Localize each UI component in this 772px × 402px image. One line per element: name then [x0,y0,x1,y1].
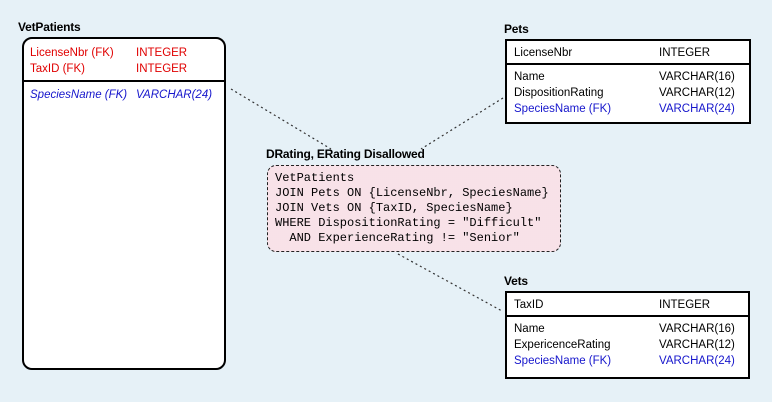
column-type: VARCHAR(16) [659,71,735,83]
entity-pets[interactable]: LicenseNbr INTEGER Name VARCHAR(16) Disp… [505,39,751,124]
table-row: ExpericenceRating VARCHAR(12) [514,337,741,353]
table-row: SpeciesName (FK) VARCHAR(24) [514,353,741,369]
entity-vets[interactable]: TaxID INTEGER Name VARCHAR(16) Expericen… [505,291,750,379]
column-name: TaxID [514,299,544,311]
column-type: INTEGER [136,63,188,75]
table-row: SpeciesName (FK) VARCHAR(24) [30,87,218,103]
table-row: Name VARCHAR(16) [514,69,742,85]
connector-note-vets[interactable] [397,253,503,312]
pets-attr-section: Name VARCHAR(16) DispositionRating VARCH… [507,65,749,119]
note-line: WHERE DispositionRating = "Difficult" [275,216,542,230]
column-name: Name [514,71,545,83]
column-type: VARCHAR(16) [659,323,735,335]
vetpatients-key-section: LicenseNbr (FK) INTEGER TaxID (FK) INTEG… [24,39,224,82]
column-name: SpeciesName (FK) [514,103,612,115]
column-name: LicenseNbr (FK) [30,47,114,59]
table-row: TaxID INTEGER [514,297,741,313]
connector-vetpatients-note[interactable] [230,88,332,150]
column-name: ExpericenceRating [514,339,611,351]
note-title: DRating, ERating Disallowed [266,147,425,161]
connector-pets-note[interactable] [420,97,504,150]
column-name: LicenseNbr [514,47,573,59]
table-row: DispositionRating VARCHAR(12) [514,85,742,101]
column-type: VARCHAR(24) [659,355,735,367]
entity-vetpatients[interactable]: LicenseNbr (FK) INTEGER TaxID (FK) INTEG… [22,37,226,370]
column-name: SpeciesName (FK) [30,89,128,101]
table-row: LicenseNbr (FK) INTEGER [30,45,218,61]
column-type: INTEGER [659,299,711,311]
column-type: VARCHAR(12) [659,87,735,99]
entity-title-pets: Pets [504,22,529,36]
note-line: AND ExperienceRating != "Senior" [275,231,520,245]
table-row: TaxID (FK) INTEGER [30,61,218,77]
table-row: Name VARCHAR(16) [514,321,741,337]
column-type: VARCHAR(24) [136,89,213,101]
column-type: VARCHAR(12) [659,339,735,351]
table-row: LicenseNbr INTEGER [514,45,742,61]
entity-title-vetpatients: VetPatients [18,20,81,34]
note-line: JOIN Pets ON {LicenseNbr, SpeciesName} [275,186,549,200]
column-name: Name [514,323,545,335]
note-line: VetPatients [275,171,355,185]
column-name: TaxID (FK) [30,63,85,75]
query-note-box[interactable]: VetPatients JOIN Pets ON {LicenseNbr, Sp… [267,165,561,252]
vets-key-section: TaxID INTEGER [507,293,748,317]
vetpatients-attr-section: SpeciesName (FK) VARCHAR(24) [24,82,224,106]
column-name: SpeciesName (FK) [514,355,612,367]
column-type: VARCHAR(24) [659,103,735,115]
note-line: JOIN Vets ON {TaxID, SpeciesName} [275,201,513,215]
column-type: INTEGER [136,47,188,59]
column-type: INTEGER [659,47,711,59]
table-row: SpeciesName (FK) VARCHAR(24) [514,101,742,117]
column-name: DispositionRating [514,87,604,99]
pets-key-section: LicenseNbr INTEGER [507,41,749,65]
vets-attr-section: Name VARCHAR(16) ExpericenceRating VARCH… [507,317,748,371]
entity-title-vets: Vets [504,274,528,288]
